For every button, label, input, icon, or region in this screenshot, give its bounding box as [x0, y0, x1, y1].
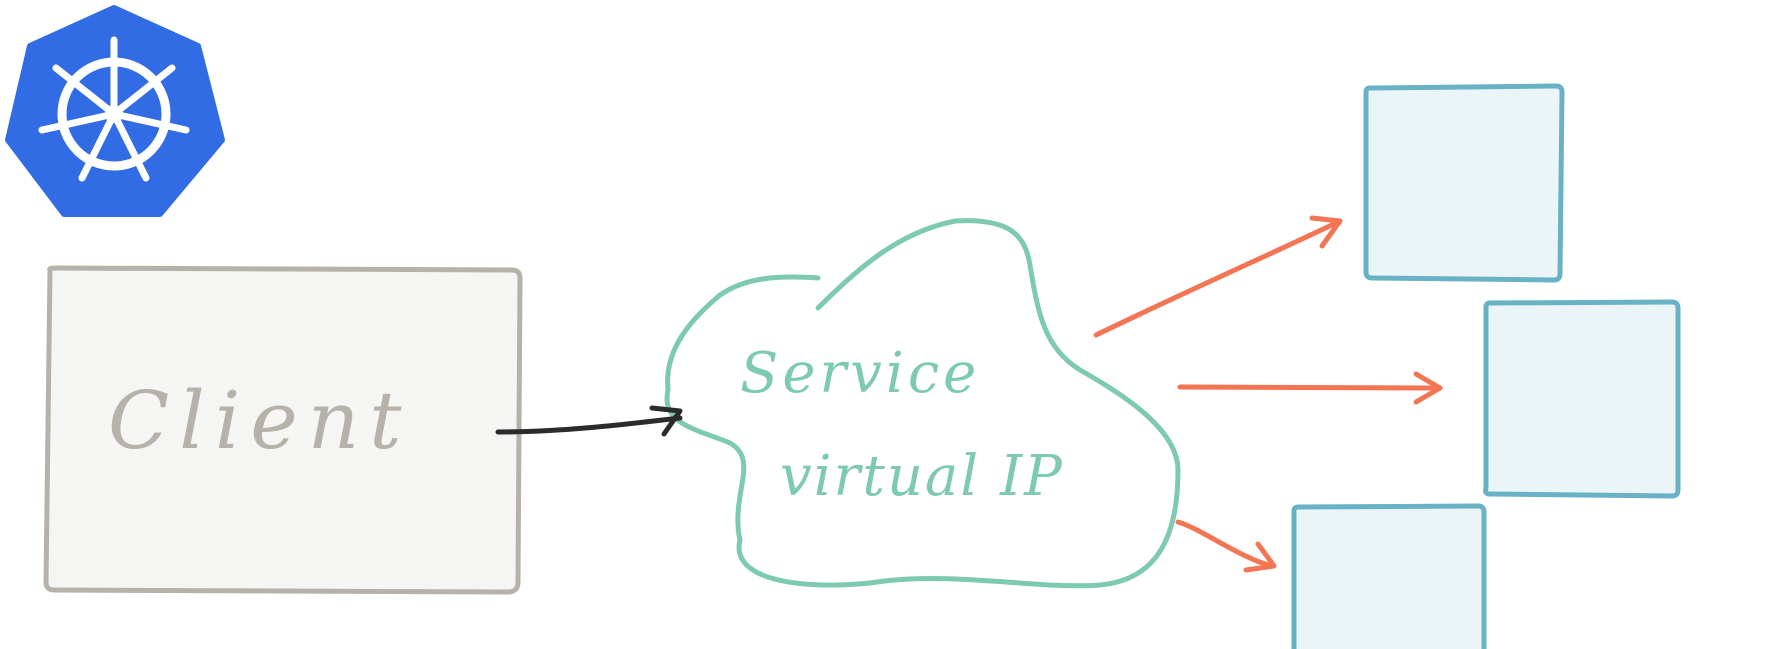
service-to-pod-3-arrow — [1175, 519, 1277, 573]
client-label: Client — [108, 374, 411, 467]
arrowhead-icon — [1309, 215, 1343, 249]
kubernetes-logo — [5, 5, 225, 217]
service-to-pod-1-arrow — [1093, 215, 1343, 338]
arrowhead-icon — [649, 405, 683, 437]
pod-1 — [1363, 83, 1565, 283]
pod-3 — [1291, 503, 1487, 649]
service-node: Service virtual IP — [664, 218, 1181, 589]
virtual-ip-label: virtual IP — [780, 444, 1064, 509]
service-label: Service — [740, 341, 980, 406]
ship-wheel-icon — [38, 36, 190, 182]
service-cloud — [664, 218, 1181, 589]
pod-2 — [1483, 299, 1681, 499]
client-to-service-arrow — [495, 405, 683, 437]
arrowhead-icon — [1243, 541, 1277, 573]
client-node: Client — [43, 265, 523, 595]
arrowhead-icon — [1413, 371, 1443, 405]
client-box — [43, 265, 523, 595]
service-to-pod-2-arrow — [1177, 371, 1443, 405]
